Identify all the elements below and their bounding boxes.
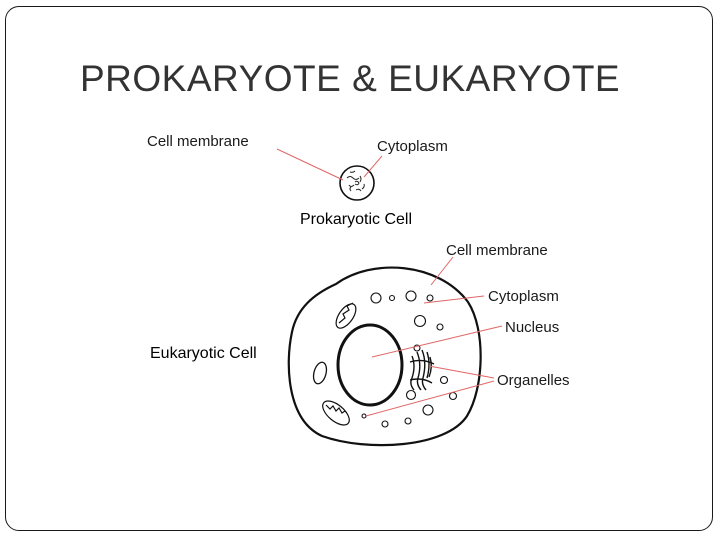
prokaryote-cytoplasm-texture	[346, 170, 365, 192]
nucleus-shape	[336, 323, 404, 407]
eukaryote-leader-lines	[365, 256, 503, 417]
label-euk-nucleus: Nucleus	[505, 319, 560, 336]
golgi-apparatus	[409, 349, 435, 391]
label-pro-cytoplasm: Cytoplasm	[377, 138, 448, 155]
label-euk-cytoplasm: Cytoplasm	[488, 288, 559, 305]
mitochondrion-upper	[335, 302, 357, 329]
leader-line-pro-cytoplasm	[363, 155, 383, 178]
label-pro-cell-membrane: Cell membrane	[147, 133, 249, 150]
leader-line-euk-golgi	[428, 365, 495, 379]
eukaryotic-cell	[287, 256, 503, 447]
vacuole-left	[312, 361, 328, 385]
prokaryotic-cell	[276, 148, 383, 201]
leader-line-euk-membrane	[430, 256, 454, 286]
leader-line-pro-membrane	[276, 148, 344, 181]
caption-prokaryotic-cell: Prokaryotic Cell	[300, 211, 413, 228]
leader-line-euk-nucleus	[371, 325, 503, 358]
label-euk-organelles: Organelles	[497, 372, 570, 389]
leader-line-euk-organelle	[365, 380, 495, 417]
caption-eukaryotic-cell: Eukaryotic Cell	[150, 345, 257, 362]
leader-line-euk-cytoplasm	[423, 295, 485, 304]
label-euk-cell-membrane: Cell membrane	[446, 242, 548, 259]
slide-frame	[5, 6, 713, 531]
slide-title: PROKARYOTE & EUKARYOTE	[80, 58, 621, 99]
vesicles	[361, 290, 458, 428]
mitochondrion-lower	[322, 400, 350, 426]
